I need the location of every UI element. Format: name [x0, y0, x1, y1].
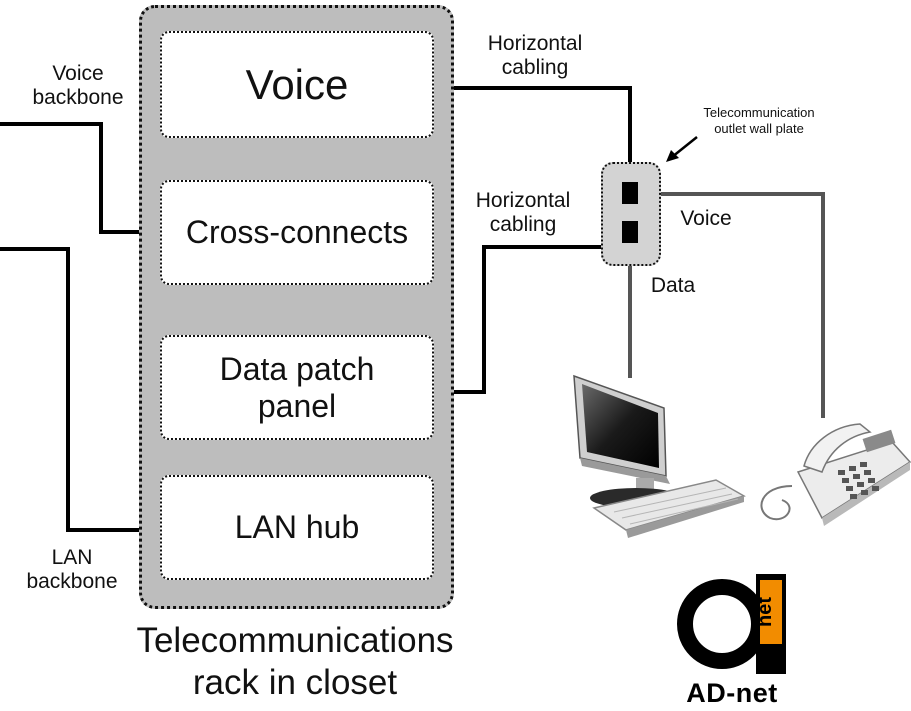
voice-jack-label: Voice	[680, 207, 732, 230]
lan-backbone-line2: backbone	[26, 570, 118, 593]
outlet-label-line1: Telecommunication	[703, 105, 815, 120]
lan-backbone-line1: LAN	[51, 546, 93, 569]
outlet-wall-plate	[601, 162, 661, 266]
horizontal-cabling-mid-label: Horizontal cabling	[458, 189, 588, 237]
brand-name: AD-net	[686, 678, 778, 708]
outlet-wall-plate-label: Telecommunication outlet wall plate	[684, 105, 834, 137]
voice-backbone-line2: backbone	[32, 86, 124, 109]
horizontal-cabling-top-line2: cabling	[501, 56, 569, 79]
voice-section-label: Voice	[245, 60, 349, 108]
lan-backbone-cable	[0, 247, 160, 532]
horizontal-cabling-top-line1: Horizontal	[487, 32, 583, 55]
phone-cable	[638, 192, 825, 418]
outlet-arrow-line	[671, 136, 698, 158]
lan-hub-label: LAN hub	[234, 509, 360, 545]
data-patch-label-line2: panel	[257, 387, 337, 424]
horizontal-cabling-mid-line1: Horizontal	[475, 189, 571, 212]
rack-caption-line1: Telecommunications	[136, 621, 454, 660]
horizontal-cabling-mid-line2: cabling	[489, 213, 557, 236]
lan-backbone-label: LAN backbone	[12, 546, 132, 594]
outlet-label-line2: outlet wall plate	[714, 121, 804, 136]
rack-caption: Telecommunications rack in closet	[100, 620, 490, 704]
data-patch-label-line1: Data patch	[219, 350, 375, 387]
voice-backbone-line1: Voice	[52, 62, 104, 85]
computer-icon	[573, 374, 746, 538]
voice-section: Voice	[160, 31, 434, 138]
data-jack-label: Data	[650, 274, 696, 297]
horizontal-cabling-top-label: Horizontal cabling	[470, 32, 600, 80]
horizontal-cabling-data	[434, 245, 601, 394]
cross-connects-label: Cross-connects	[185, 214, 409, 250]
voice-jack	[622, 182, 638, 204]
telephone-icon	[760, 423, 911, 526]
data-patch-panel-section: Data patch panel	[160, 335, 434, 440]
logo-mark-text: net	[754, 597, 776, 627]
rack-caption-line2: rack in closet	[192, 663, 398, 702]
adnet-logo-icon: net	[677, 574, 786, 674]
data-jack	[622, 221, 638, 243]
horizontal-cabling-voice	[434, 86, 632, 162]
voice-backbone-label: Voice backbone	[18, 62, 138, 110]
outlet-arrow-head	[666, 150, 679, 162]
cross-connects-section: Cross-connects	[160, 180, 434, 285]
lan-hub-section: LAN hub	[160, 475, 434, 580]
voice-backbone-cable	[0, 122, 160, 234]
